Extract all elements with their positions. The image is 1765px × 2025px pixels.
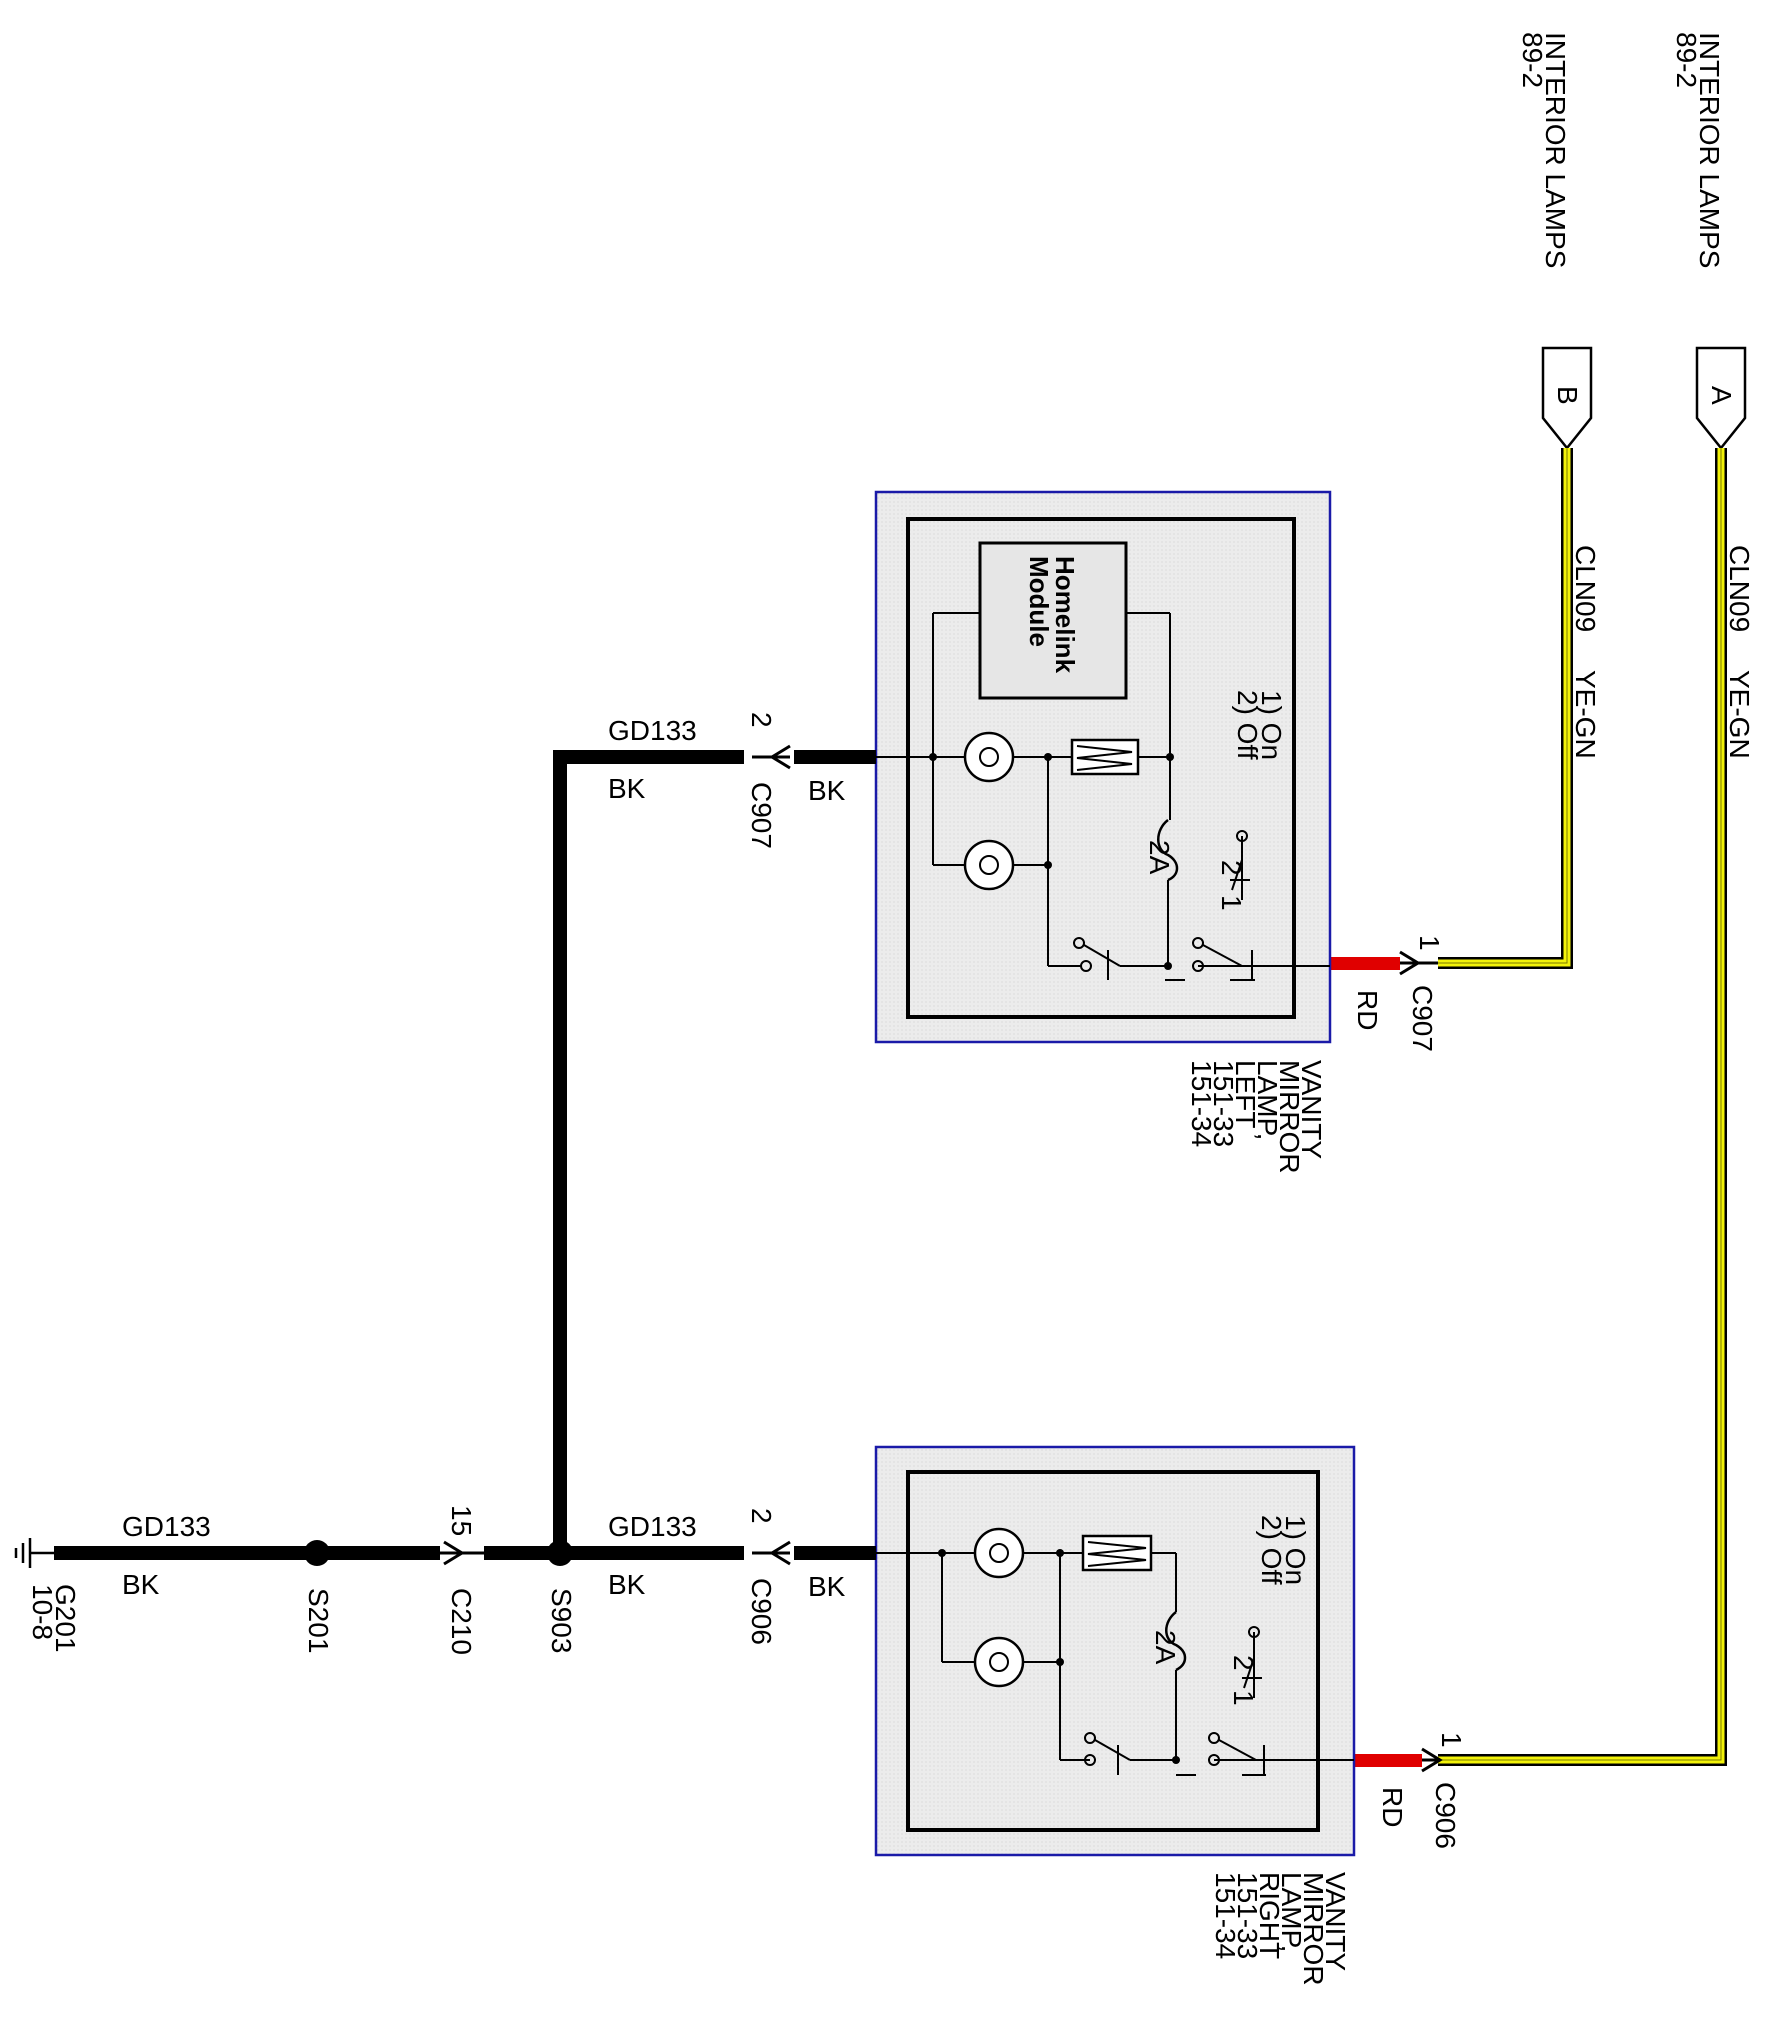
wire-rd-left[interactable]	[1330, 957, 1400, 970]
right-fuse-2a	[1165, 1611, 1187, 1672]
left-title-line5: 151-33	[1208, 1060, 1239, 1147]
left-pin-1: 1	[1216, 895, 1247, 911]
right-title-line5: 151-33	[1232, 1872, 1263, 1959]
header-b-title: INTERIOR LAMPS	[1540, 32, 1571, 268]
homelink-line2: Module	[1024, 556, 1054, 647]
gd133-main-color: BK	[122, 1569, 160, 1600]
connector-b-label: B	[1552, 386, 1583, 405]
left-title-line6: 151-34	[1186, 1060, 1217, 1147]
connector-c907-ground[interactable]: 2 C907	[746, 712, 791, 849]
header-interior-lamps-a: INTERIOR LAMPS 89-2	[1671, 32, 1725, 268]
c210-pin: 15	[446, 1505, 477, 1536]
wire-rd-left-label: RD	[1352, 990, 1383, 1030]
right-title-line1: VANITY	[1320, 1872, 1351, 1971]
wire-rd-right-label: RD	[1377, 1787, 1408, 1827]
right-mode-switch	[1084, 1626, 1290, 1776]
right-lamp-bulb-1	[973, 1527, 1025, 1579]
gd133-main-circuit: GD133	[122, 1511, 211, 1542]
left-ground-wire-color: BK	[808, 775, 846, 806]
ground-g201[interactable]: G201 10-8	[14, 1538, 81, 1653]
wire-ye-gn-a[interactable]	[1438, 448, 1727, 1766]
left-title-line1: VANITY	[1296, 1060, 1327, 1159]
left-title-line2: MIRROR	[1274, 1060, 1305, 1174]
c907-ground-label: C907	[746, 782, 777, 849]
left-lamp-title: VANITY MIRROR LAMP, LEFT 151-33 151-34	[1186, 1060, 1327, 1174]
left-heater-element	[1070, 738, 1140, 776]
vanity-mirror-lamp-left: Homelink Module 1) On 2) Off 2A	[874, 490, 1332, 1044]
ground-wire-upper[interactable]	[553, 750, 876, 1553]
left-mode-switch	[1073, 830, 1280, 981]
connector-a-label: A	[1706, 386, 1737, 405]
left-fuse-label: 2A	[1144, 840, 1175, 875]
left-switch-pos-2: 2) Off	[1232, 690, 1263, 760]
c906-ground-pin: 2	[746, 1508, 777, 1524]
c906-power-label: C906	[1430, 1782, 1461, 1849]
homelink-module: Homelink Module	[978, 541, 1128, 700]
c906-power-pin: 1	[1436, 1732, 1467, 1748]
g201-label: G201	[50, 1584, 81, 1653]
right-pin-2: 2	[1228, 1655, 1259, 1671]
right-ground-wire-color: BK	[808, 1571, 846, 1602]
left-lamp-bulb-2	[963, 839, 1015, 891]
ground-icon	[14, 1538, 54, 1568]
c210-label: C210	[446, 1588, 477, 1655]
right-lamp-title: VANITY MIRROR LAMP, RIGHT 151-33 151-34	[1210, 1872, 1351, 1986]
wire-b-circuit: CLN09	[1570, 545, 1601, 632]
left-pin-2: 2	[1216, 860, 1247, 876]
s201-label: S201	[303, 1588, 334, 1653]
right-switch-pos-1: 1) On	[1280, 1515, 1311, 1585]
connector-c907-power[interactable]: 1 C907	[1399, 935, 1445, 1052]
g201-ref: 10-8	[27, 1584, 58, 1640]
c907-power-pin: 1	[1414, 935, 1445, 951]
left-fuse-2a	[1157, 819, 1179, 882]
right-title-line3: LAMP,	[1276, 1872, 1307, 1952]
gd133-mid-color: BK	[608, 1569, 646, 1600]
connector-flag-a[interactable]: A	[1695, 346, 1747, 451]
connector-c906-ground[interactable]: 2 C906	[746, 1508, 791, 1645]
homelink-line1: Homelink	[1050, 556, 1080, 674]
wire-ye-gn-b[interactable]	[1438, 448, 1573, 969]
right-lamp-bulb-2	[973, 1636, 1025, 1688]
right-pin-1: 1	[1228, 1690, 1259, 1706]
c906-ground-label: C906	[746, 1578, 777, 1645]
left-title-line3: LAMP,	[1252, 1060, 1283, 1140]
gd133-upper-color: BK	[608, 773, 646, 804]
left-title-line4: LEFT	[1230, 1060, 1261, 1128]
c907-ground-pin: 2	[746, 712, 777, 728]
right-title-line4: RIGHT	[1254, 1872, 1285, 1959]
splice-s201[interactable]: S201	[303, 1540, 334, 1653]
wire-b-color: YE-GN	[1570, 670, 1601, 759]
right-fuse-label: 2A	[1150, 1630, 1181, 1665]
connector-c210[interactable]: 15 C210	[440, 1505, 484, 1655]
left-switch-pos-1: 1) On	[1256, 690, 1287, 760]
header-interior-lamps-b: INTERIOR LAMPS 89-2	[1517, 32, 1571, 268]
header-a-ref: 89-2	[1671, 32, 1702, 88]
connector-c906-power[interactable]: 1 C906	[1421, 1732, 1467, 1849]
gd133-upper-circuit: GD133	[608, 715, 697, 746]
wire-rd-right[interactable]	[1354, 1754, 1422, 1767]
right-title-line6: 151-34	[1210, 1872, 1241, 1959]
left-lamp-bulb-1	[963, 731, 1015, 783]
right-switch-pos-2: 2) Off	[1256, 1515, 1287, 1585]
wire-a-circuit: CLN09	[1724, 545, 1755, 632]
right-title-line2: MIRROR	[1298, 1872, 1329, 1986]
vanity-mirror-lamp-right: 1) On 2) Off 2A	[874, 1445, 1356, 1857]
wire-a-color: YE-GN	[1724, 670, 1755, 759]
right-heater-element	[1081, 1534, 1153, 1572]
header-a-title: INTERIOR LAMPS	[1694, 32, 1725, 268]
header-b-ref: 89-2	[1517, 32, 1548, 88]
splice-s903[interactable]: S903	[546, 1540, 577, 1653]
s903-label: S903	[546, 1588, 577, 1653]
c907-power-label: C907	[1407, 985, 1438, 1052]
gd133-mid-circuit: GD133	[608, 1511, 697, 1542]
connector-flag-b[interactable]: B	[1541, 346, 1593, 451]
